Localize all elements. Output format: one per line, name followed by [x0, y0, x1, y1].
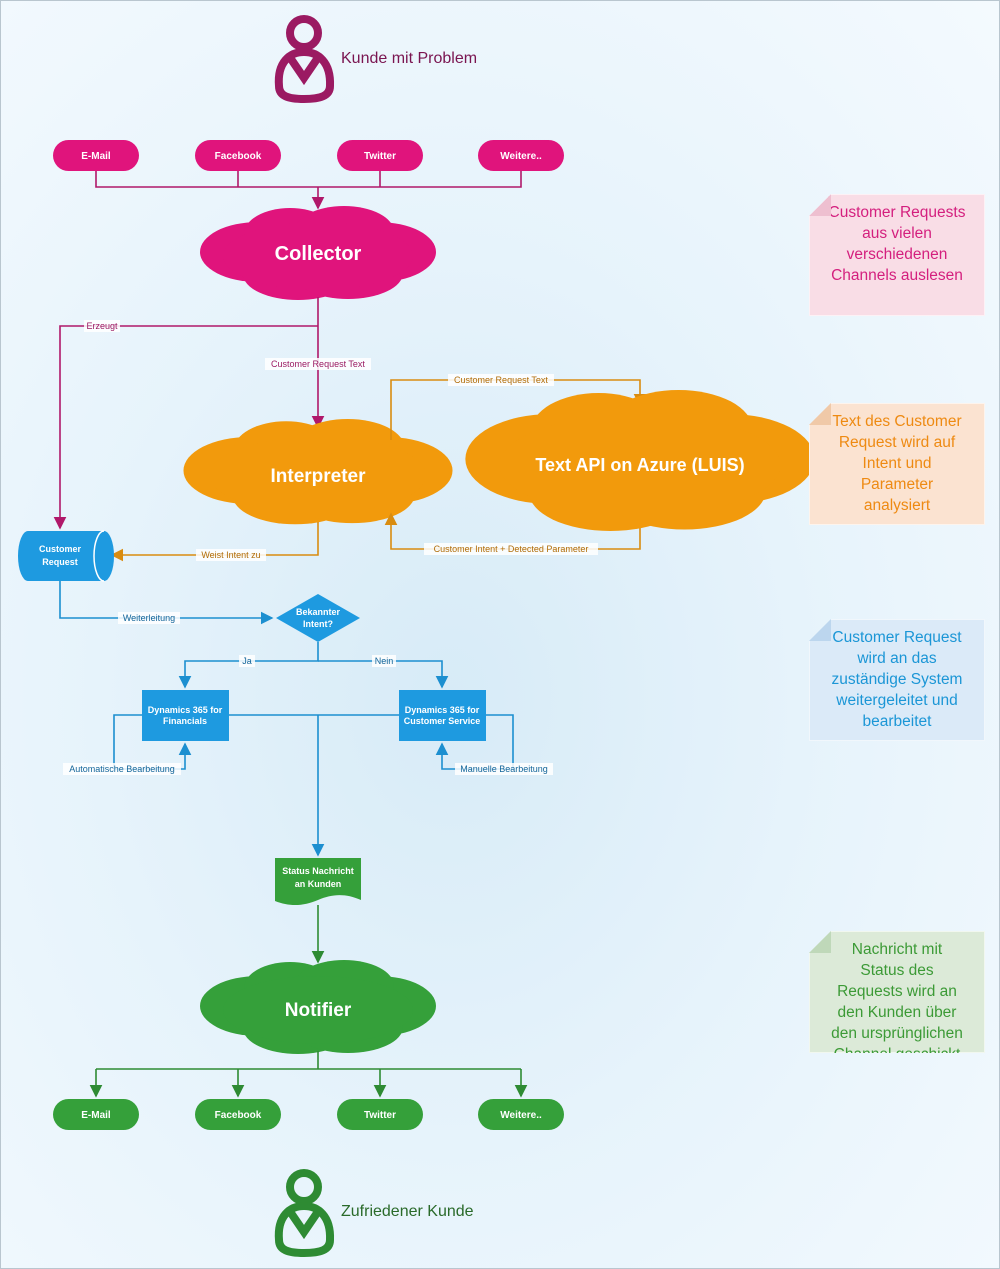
edge-label-weiterleitung: Weiterleitung — [123, 613, 175, 623]
status-document[interactable]: Status Nachricht an Kunden — [275, 858, 361, 906]
note-routing: Customer Request wird an das zuständige … — [809, 619, 985, 741]
customer-request-label-2: Request — [42, 557, 78, 567]
note-interpreter: Text des Customer Request wird auf Inten… — [809, 403, 985, 525]
output-channel-twitter-label: Twitter — [364, 1110, 396, 1121]
status-doc-label-2: an Kunden — [295, 879, 342, 889]
customer-service-label-1: Dynamics 365 for — [405, 705, 480, 715]
output-channel-facebook-label: Facebook — [215, 1110, 262, 1121]
luis-label: Text API on Azure (LUIS) — [535, 455, 744, 475]
output-channel-email-label: E-Mail — [81, 1110, 111, 1121]
input-channel-facebook[interactable]: Facebook — [195, 140, 281, 171]
edge-decision-branches — [178, 642, 449, 689]
financials-label-2: Financials — [163, 716, 207, 726]
edge-label-customer-request-text-2: Customer Request Text — [454, 375, 548, 385]
input-channel-email[interactable]: E-Mail — [53, 140, 139, 171]
note-routing-text: Customer Request wird an das zuständige … — [831, 629, 963, 730]
decision-diamond[interactable]: Bekannter Intent? — [276, 594, 360, 642]
note-interpreter-text: Text des Customer Request wird auf Inten… — [832, 413, 962, 514]
collector-label: Collector — [275, 243, 362, 265]
input-channel-email-label: E-Mail — [81, 151, 111, 162]
output-channel-twitter[interactable]: Twitter — [337, 1099, 423, 1130]
notifier-label: Notifier — [285, 1000, 352, 1021]
customer-request-label-1: Customer — [39, 544, 82, 554]
interpreter-cloud[interactable]: Interpreter — [183, 419, 453, 525]
edge-customer-request-decision — [59, 581, 274, 625]
notifier-cloud[interactable]: Notifier — [200, 960, 436, 1054]
decision-label-1: Bekannter — [296, 607, 341, 617]
input-channel-twitter[interactable]: Twitter — [337, 140, 423, 171]
output-channel-facebook[interactable]: Facebook — [195, 1099, 281, 1130]
input-channel-lines — [95, 171, 522, 210]
edge-label-customer-intent: Customer Intent + Detected Parameter — [434, 544, 589, 554]
edge-interpreter-customer-request — [110, 522, 319, 562]
edge-label-automatische: Automatische Bearbeitung — [69, 764, 175, 774]
bottom-person-label: Zufriedener Kunde — [341, 1203, 474, 1220]
financials-label-1: Dynamics 365 for — [148, 705, 223, 715]
note-collector: Customer Requests aus vielen verschieden… — [809, 194, 985, 316]
input-channel-weitere-label: Weitere.. — [500, 151, 542, 162]
output-channel-lines — [89, 1051, 528, 1098]
output-channel-weitere-label: Weitere.. — [500, 1110, 542, 1121]
edge-collector-customer-request — [53, 325, 318, 530]
edge-label-manuelle: Manuelle Bearbeitung — [460, 764, 548, 774]
input-channel-weitere[interactable]: Weitere.. — [478, 140, 564, 171]
collector-cloud[interactable]: Collector — [200, 206, 436, 300]
note-collector-text: Customer Requests aus vielen verschieden… — [828, 204, 966, 284]
status-doc-label-1: Status Nachricht — [282, 866, 354, 876]
output-channel-weitere[interactable]: Weitere.. — [478, 1099, 564, 1130]
person-icon-top — [274, 15, 335, 104]
edge-label-ja: Ja — [242, 656, 252, 666]
input-channel-twitter-label: Twitter — [364, 151, 396, 162]
interpreter-label: Interpreter — [270, 466, 366, 487]
edge-label-weist-intent-zu: Weist Intent zu — [201, 550, 260, 560]
customer-request-storage[interactable]: Customer Request — [18, 530, 114, 582]
decision-label-2: Intent? — [303, 619, 333, 629]
financials-box[interactable]: Dynamics 365 for Financials — [142, 690, 229, 741]
edge-label-erzeugt: Erzeugt — [86, 321, 118, 331]
top-person-label: Kunde mit Problem — [341, 50, 477, 67]
edge-label-customer-request-text-1: Customer Request Text — [271, 359, 365, 369]
customer-service-box[interactable]: Dynamics 365 for Customer Service — [399, 690, 486, 741]
output-channel-email[interactable]: E-Mail — [53, 1099, 139, 1130]
edge-label-nein: Nein — [375, 656, 394, 666]
luis-cloud[interactable]: Text API on Azure (LUIS) — [465, 390, 815, 531]
note-notifier-text: Nachricht mit Status des Requests wird a… — [831, 941, 963, 1063]
person-icon-bottom — [274, 1169, 335, 1258]
input-channel-facebook-label: Facebook — [215, 151, 262, 162]
customer-service-label-2: Customer Service — [404, 716, 481, 726]
note-notifier: Nachricht mit Status des Requests wird a… — [809, 931, 985, 1053]
